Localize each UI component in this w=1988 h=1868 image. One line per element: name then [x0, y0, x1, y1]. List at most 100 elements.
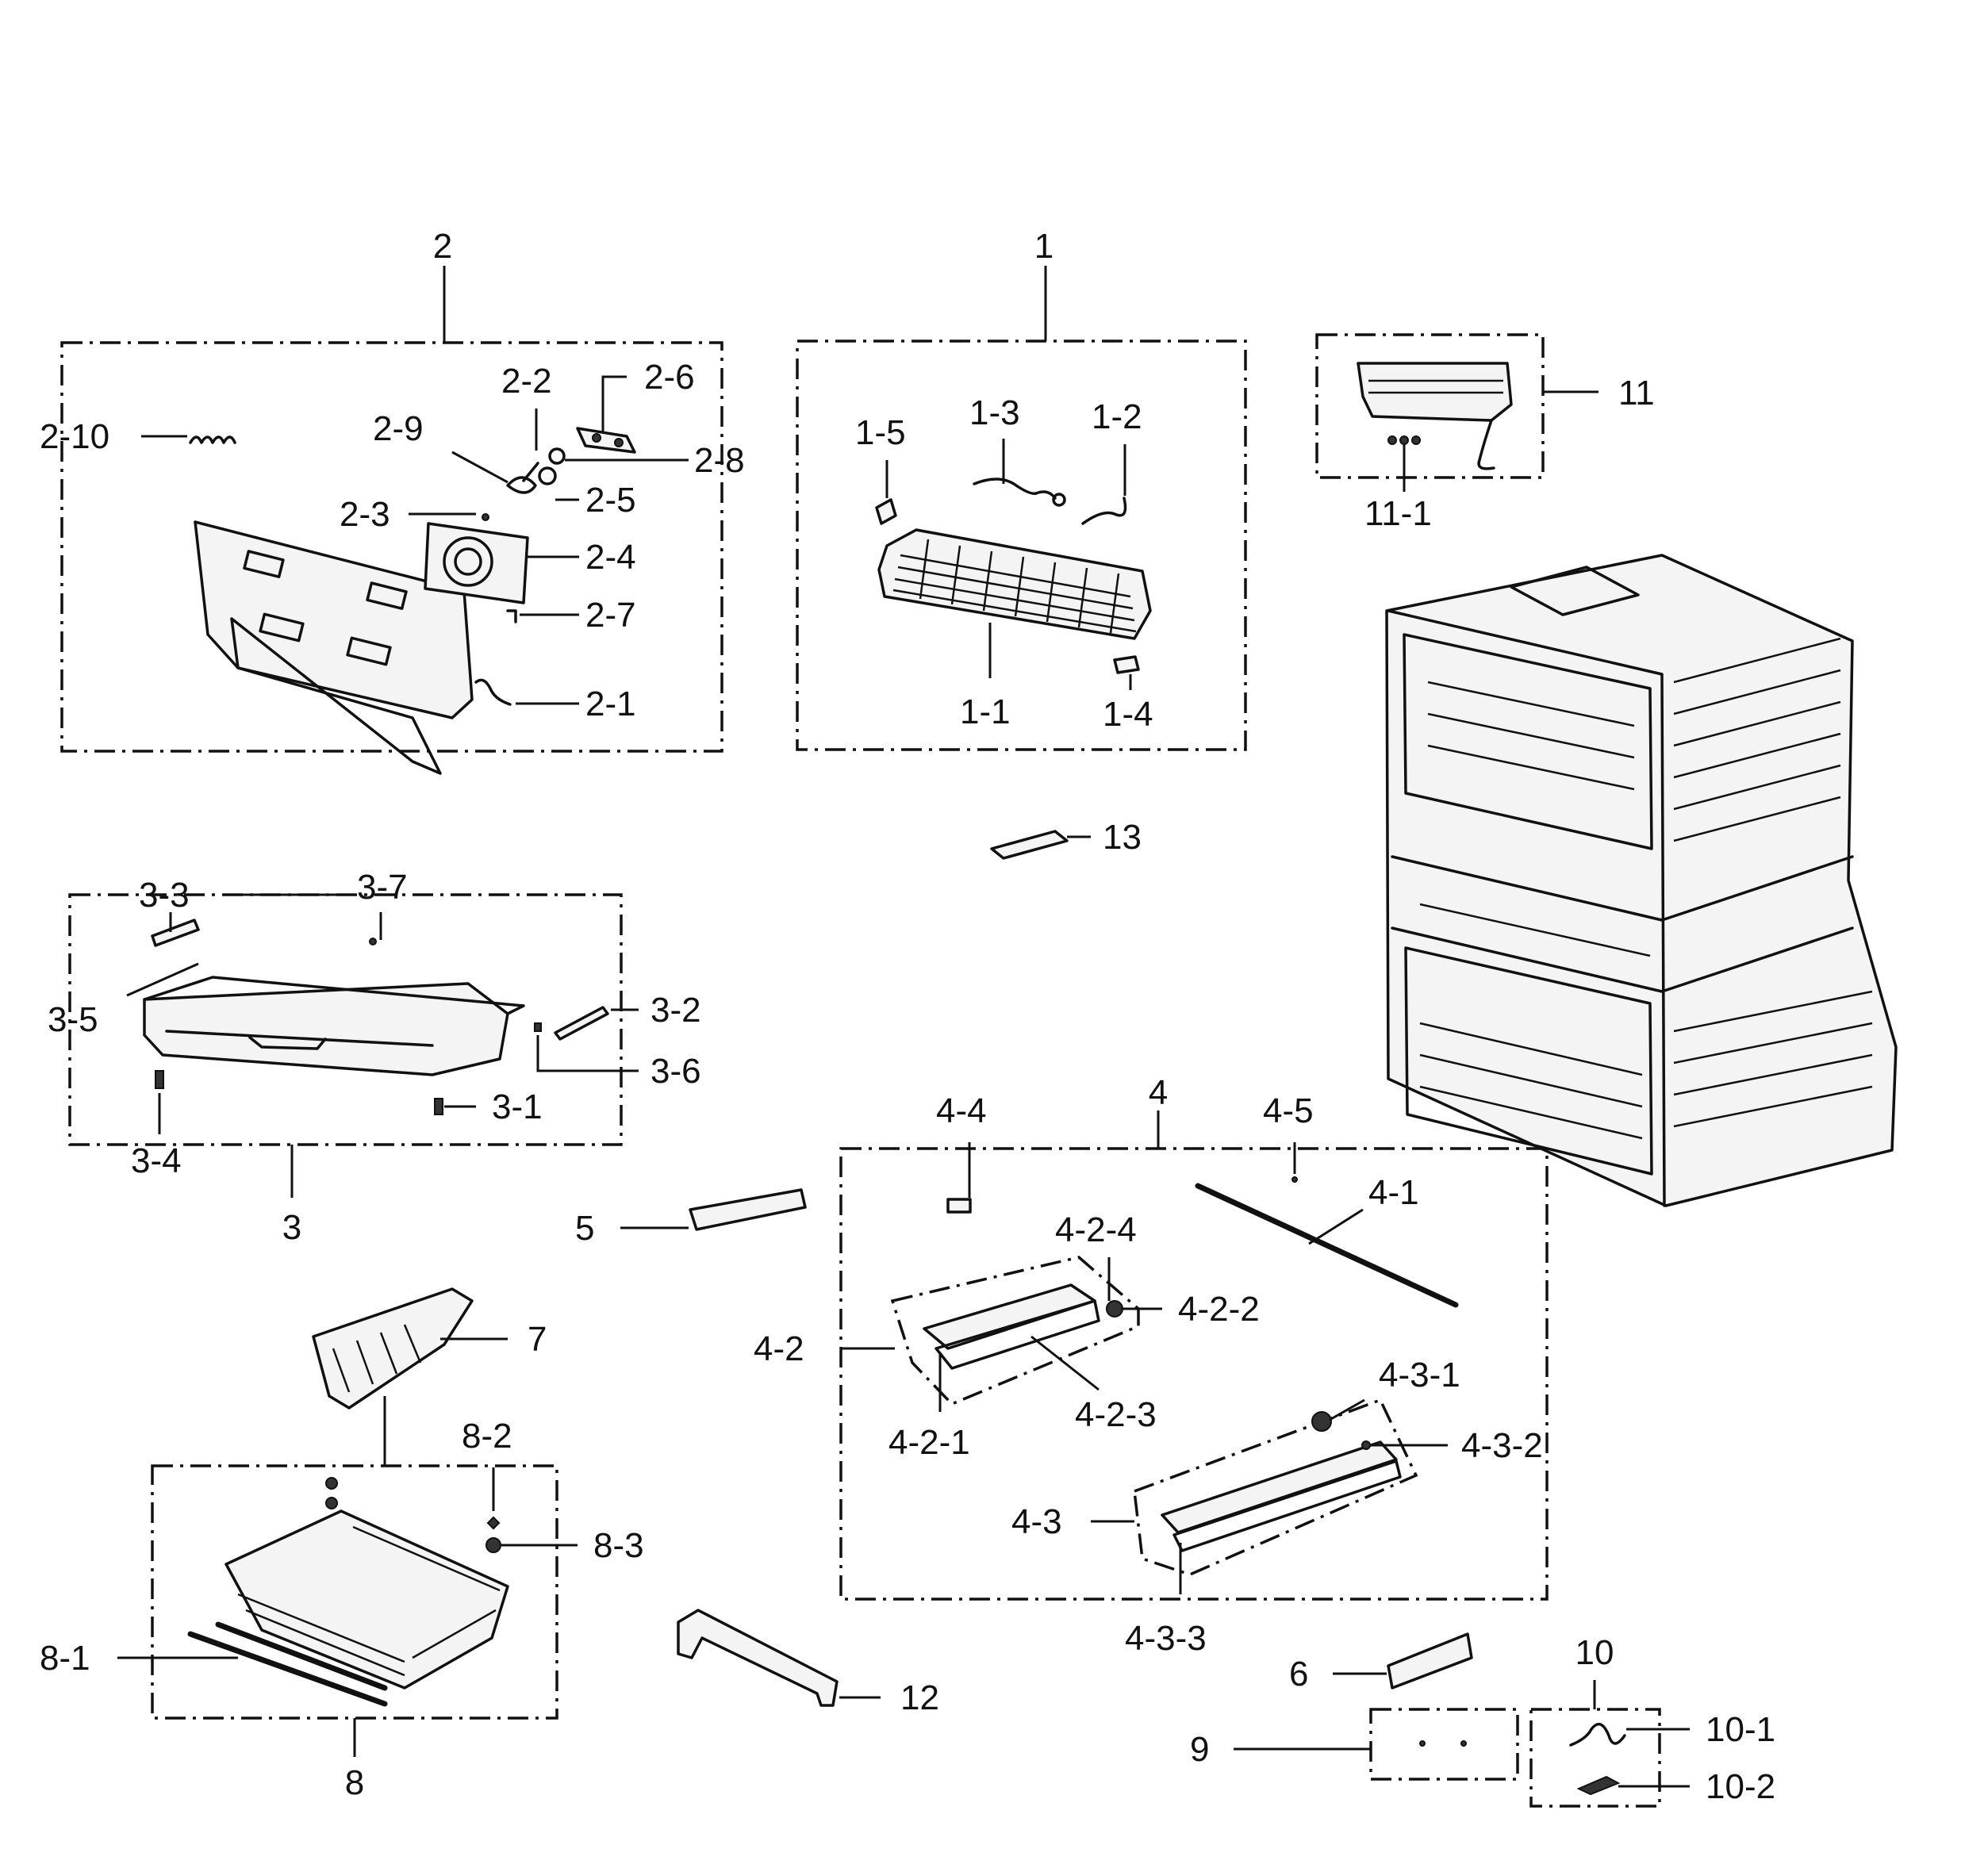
part-2-7: [506, 609, 517, 623]
part-4-2-rail: [923, 1283, 1096, 1350]
part-2-1-lower-cover: [230, 617, 442, 775]
label-1-2: 1-2: [1092, 397, 1142, 436]
part-7-group: 7: [312, 1287, 547, 1466]
label-4: 4: [1149, 1073, 1168, 1112]
label-4-2-1: 4-2-1: [888, 1423, 970, 1462]
cabinet-freezer-opening: [1404, 946, 1653, 1176]
part-8-3: [485, 1537, 501, 1553]
label-2: 2: [433, 227, 452, 266]
label-8-3: 8-3: [593, 1526, 644, 1565]
label-12: 12: [900, 1678, 939, 1717]
label-1: 1: [1034, 227, 1053, 266]
label-3: 3: [282, 1208, 301, 1247]
part-9-group: 9: [1190, 1708, 1519, 1781]
part-3-1: [434, 1098, 443, 1115]
label-1-1: 1-1: [960, 692, 1011, 731]
label-10-1: 10-1: [1706, 1710, 1775, 1749]
part-2-4-fan-motor: [424, 522, 529, 604]
part-3-3: [151, 919, 200, 947]
group-3-assembly: 3 3-3 3-7 3-5 3-2 3-6 3-1 3-4: [48, 868, 701, 1247]
label-10: 10: [1575, 1633, 1614, 1672]
part-2-10: [189, 435, 236, 444]
part-7-basket-divider: [312, 1287, 474, 1410]
part-3-6: [534, 1022, 542, 1032]
cabinet-outline: [1385, 554, 1898, 1207]
label-3-7: 3-7: [357, 868, 408, 907]
part-4-1-rail: [1195, 1183, 1459, 1308]
label-1-3: 1-3: [969, 393, 1020, 432]
part-3-2: [554, 1006, 609, 1041]
part-3-drawer: [143, 982, 509, 1076]
part-8-1-rail: [187, 1631, 388, 1707]
label-4-2-2: 4-2-2: [1178, 1290, 1260, 1329]
label-2-9: 2-9: [373, 409, 424, 448]
label-4-2: 4-2: [754, 1329, 804, 1368]
label-4-3-3: 4-3-3: [1125, 1619, 1207, 1658]
cabinet-body: [1385, 554, 1898, 1207]
label-1-5: 1-5: [855, 413, 906, 452]
part-10-1-wire: [1569, 1722, 1626, 1747]
part-11-1: [1387, 435, 1397, 445]
label-2-3: 2-3: [340, 495, 390, 534]
label-8-2: 8-2: [462, 1417, 512, 1456]
label-4-5: 4-5: [1263, 1091, 1314, 1130]
label-3-6: 3-6: [651, 1052, 701, 1091]
label-4-3-1: 4-3-1: [1379, 1356, 1460, 1394]
part-10-2: [1576, 1775, 1621, 1796]
part-11-wire: [1477, 419, 1495, 470]
label-3-3: 3-3: [139, 876, 190, 915]
cabinet-fridge-opening: [1403, 633, 1653, 850]
part-3-7: [369, 938, 377, 946]
label-4-3: 4-3: [1011, 1502, 1062, 1541]
group-8-assembly: 8 8-1 8-2 8-3: [40, 1417, 644, 1802]
part-4-3-2: [1361, 1440, 1371, 1450]
part-9-frame: [1369, 1708, 1519, 1781]
label-2-6: 2-6: [644, 358, 695, 397]
part-1-5: [875, 498, 897, 525]
part-1-3-wire: [973, 478, 1057, 500]
label-13: 13: [1103, 818, 1142, 857]
part-8-2: [486, 1516, 501, 1530]
part-3-4: [155, 1070, 164, 1089]
part-4-2-3: [935, 1299, 1100, 1370]
label-2-7: 2-7: [585, 596, 636, 635]
label-3-4: 3-4: [131, 1141, 182, 1180]
label-2-10: 2-10: [40, 417, 109, 456]
label-6: 6: [1289, 1655, 1308, 1693]
label-4-4: 4-4: [936, 1091, 987, 1130]
group-2-assembly: 2 2-10 2-1 2-4 2-3 2-7 2-9: [40, 227, 745, 775]
part-13: [990, 830, 1069, 860]
group-10-assembly: 10 10-1 10-2: [1529, 1633, 1775, 1808]
part-2-6-bracket: [576, 427, 636, 454]
part-12-group: 12: [677, 1609, 939, 1717]
group-1-assembly: 1 1-1 1-5 1-3 1-2: [796, 227, 1247, 751]
part-4-5: [1291, 1176, 1298, 1183]
part-4-3-rail: [1161, 1440, 1398, 1534]
cabinet-top-module: [1510, 566, 1640, 616]
label-1-4: 1-4: [1103, 695, 1153, 734]
part-5-rail: [689, 1188, 807, 1231]
label-11-1: 11-1: [1364, 494, 1432, 533]
label-8: 8: [345, 1763, 364, 1802]
label-2-8: 2-8: [694, 441, 745, 480]
group-4-assembly: 4 4-4 4-5 4-1 4-2-2 4-2-4 4-2-3 4-2-1 4-…: [754, 1073, 1549, 1658]
part-12-handle: [677, 1609, 839, 1707]
part-6-group: 6: [1289, 1632, 1473, 1693]
part-1-4: [1113, 655, 1140, 674]
group-4-2-frame: [890, 1256, 1140, 1406]
part-13-group: 13: [990, 818, 1142, 860]
label-8-1: 8-1: [40, 1639, 90, 1678]
label-5: 5: [575, 1209, 594, 1248]
label-2-2: 2-2: [501, 362, 552, 401]
label-11: 11: [1618, 374, 1655, 412]
part-4-2-2: [1106, 1300, 1123, 1318]
label-2-5: 2-5: [585, 481, 636, 520]
label-10-2: 10-2: [1706, 1767, 1775, 1806]
label-2-4: 2-4: [585, 538, 636, 577]
label-4-2-4: 4-2-4: [1055, 1210, 1137, 1249]
label-7: 7: [528, 1320, 547, 1359]
label-3-1: 3-1: [492, 1087, 543, 1126]
group-11-assembly: 11-1 11: [1315, 333, 1655, 533]
part-2-2: [548, 447, 566, 465]
